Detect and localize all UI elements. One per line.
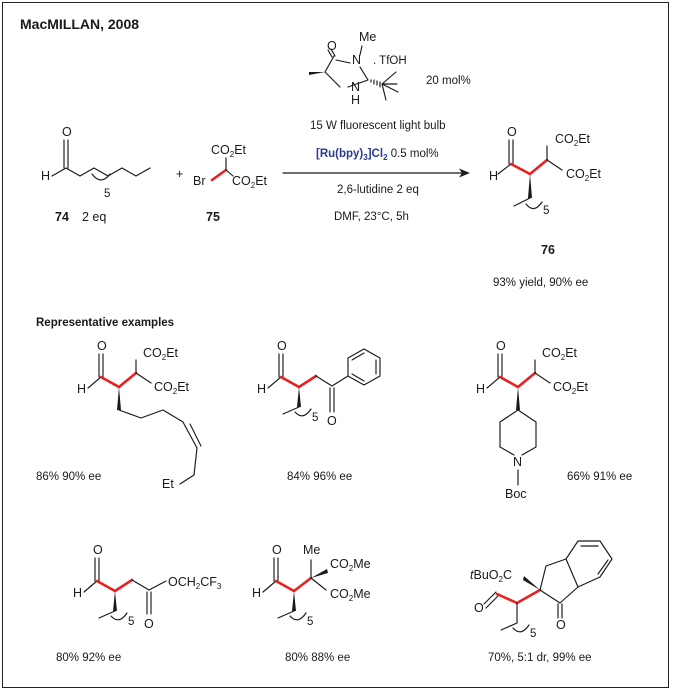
svg-text:O: O (277, 339, 287, 353)
svg-text:Et: Et (162, 477, 174, 491)
svg-text:. TfOH: . TfOH (373, 55, 407, 67)
svg-text:Br: Br (193, 174, 206, 188)
reaction-arrow (282, 168, 470, 178)
svg-text:O: O (93, 543, 103, 557)
example-1-result: 86% 90% ee (36, 471, 101, 483)
example-2-result: 84% 96% ee (287, 471, 352, 483)
svg-text:CO2Et: CO2Et (143, 346, 179, 362)
reactant-75-label: 75 (206, 210, 220, 224)
example-6: tBuO2C O 5 O 70%, 5:1 dr, 99% ee (470, 540, 613, 664)
example-1: O H CO2Et CO2Et Et 86% 90% ee (36, 339, 202, 491)
svg-text:H: H (41, 169, 50, 183)
svg-text:H: H (77, 382, 86, 396)
reactant-74-equiv: 2 eq (82, 210, 106, 224)
svg-text:CO2Et: CO2Et (232, 174, 268, 190)
svg-text:CO2Et: CO2Et (211, 143, 247, 159)
product-76-label: 76 (541, 243, 555, 257)
example-2: O H O 5 84% 96% ee (257, 339, 381, 483)
svg-text:H: H (489, 169, 498, 183)
svg-text:O: O (97, 339, 107, 353)
reactant-74-label: 74 (55, 210, 69, 224)
svg-text:O: O (327, 39, 337, 53)
photocatalyst: [Ru(bpy)3]Cl2 0.5 mol% (316, 148, 439, 162)
catalyst-loading: 20 mol% (426, 75, 471, 87)
svg-text:O: O (556, 618, 566, 632)
svg-text:N: N (351, 80, 360, 94)
svg-text:O: O (327, 414, 337, 428)
example-5-result: 80% 88% ee (285, 652, 350, 664)
example-3-result: 66% 91% ee (567, 471, 632, 483)
example-5: O H Me CO2Me CO2Me 5 80% 88% ee (252, 543, 371, 664)
svg-text:OCH2CF3: OCH2CF3 (168, 575, 222, 591)
svg-text:5: 5 (312, 412, 318, 424)
svg-text:5: 5 (543, 205, 549, 217)
example-3: O H CO2Et CO2Et N Boc 66% 91% ee (476, 339, 632, 501)
svg-text:O: O (507, 125, 517, 139)
reactant-75: CO2Et CO2Et Br 75 (193, 143, 268, 224)
svg-text:CO2Et: CO2Et (555, 132, 591, 148)
svg-text:5: 5 (307, 616, 313, 628)
svg-text:O: O (496, 339, 506, 353)
figure-frame (2, 2, 669, 688)
product-76: O H CO2Et CO2Et 5 76 93% yield, 90% ee (489, 125, 602, 289)
svg-text:H: H (252, 586, 261, 600)
svg-text:H: H (351, 93, 360, 107)
svg-text:H: H (476, 382, 485, 396)
svg-text:CO2Et: CO2Et (542, 346, 578, 362)
svg-text:Boc: Boc (505, 487, 527, 501)
svg-text:O: O (474, 601, 484, 615)
light-source: 15 W fluorescent light bulb (310, 120, 446, 132)
svg-text:5: 5 (530, 628, 536, 640)
base-condition: 2,6-lutidine 2 eq (337, 184, 419, 196)
solvent-condition: DMF, 23°C, 5h (334, 211, 409, 223)
svg-text:CO2Et: CO2Et (566, 167, 602, 183)
svg-text:CO2Et: CO2Et (553, 380, 589, 396)
svg-text:O: O (272, 543, 282, 557)
product-76-yield: 93% yield, 90% ee (493, 277, 588, 289)
svg-text:CO2Me: CO2Me (330, 557, 371, 573)
example-4-result: 80% 92% ee (56, 652, 121, 664)
svg-text:CO2Et: CO2Et (154, 380, 190, 396)
organocatalyst: O Me N . TfOH N H 20 mol% (309, 30, 471, 107)
svg-text:CO2Me: CO2Me (330, 587, 371, 603)
section-heading: Representative examples (36, 317, 174, 329)
plus-sign: + (176, 167, 183, 181)
svg-text:H: H (257, 382, 266, 396)
svg-text:H: H (73, 586, 82, 600)
svg-text:5: 5 (128, 616, 134, 628)
svg-text:O: O (144, 617, 154, 631)
svg-text:O: O (62, 125, 72, 139)
svg-text:N: N (352, 53, 361, 67)
svg-text:tBuO2C: tBuO2C (470, 568, 512, 584)
scheme-title: MacMILLAN, 2008 (20, 16, 139, 32)
svg-text:Me: Me (359, 30, 376, 44)
example-4: O H O OCH2CF3 5 80% 92% ee (56, 543, 222, 664)
reactant-74: O H 5 74 2 eq (41, 125, 151, 224)
svg-text:Me: Me (303, 543, 320, 557)
example-6-result: 70%, 5:1 dr, 99% ee (488, 652, 592, 664)
svg-text:5: 5 (104, 188, 110, 200)
svg-text:N: N (513, 455, 522, 469)
